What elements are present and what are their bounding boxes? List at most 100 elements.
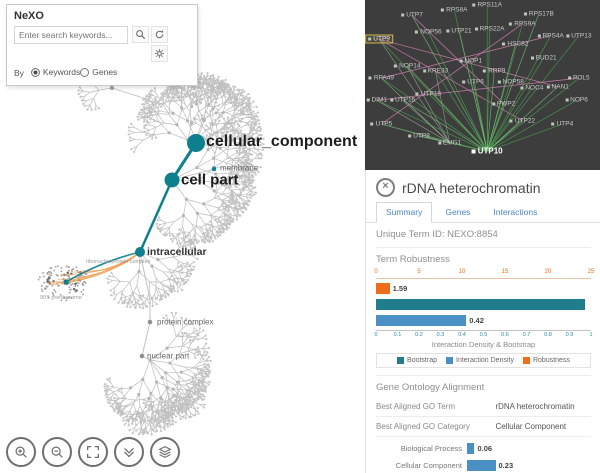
go-bar-track: 0.23 — [467, 460, 591, 471]
gene-node-dot — [422, 69, 426, 73]
gene-node-rpa49[interactable]: RPA49 — [368, 75, 394, 82]
gene-node-dot — [394, 64, 398, 68]
gene-node-noc4[interactable]: NOC4 — [520, 85, 543, 92]
gene-node-kre33[interactable]: KRE33 — [422, 68, 448, 75]
term-label[interactable]: cellular_component — [206, 133, 358, 150]
interaction-network-pane[interactable]: UTP7 RPS8A RPS11A RPS17B UTP9 NOP56 UTP21 RPS22… — [365, 0, 600, 170]
ontology-tree-pane[interactable]: mitochondrial partcellular_componentmemb… — [0, 0, 365, 473]
reset-icon[interactable] — [151, 26, 168, 43]
tab-interactions[interactable]: Interactions — [493, 207, 538, 217]
gene-node-utp6[interactable]: UTP6 — [462, 78, 484, 85]
radio-genes[interactable]: Genes — [80, 67, 117, 77]
radio-icon[interactable] — [30, 67, 40, 77]
alignment-row-value: Cellular Component — [495, 422, 567, 431]
gene-node-utp10[interactable]: UTP10 — [471, 147, 503, 156]
gene-node-utp8[interactable]: UTP8 — [408, 133, 430, 140]
gene-node-dot — [415, 30, 419, 34]
zoom-in-button[interactable] — [6, 437, 36, 467]
gene-node-label: RPS22A — [479, 25, 505, 33]
gene-node-nop56[interactable]: NOP56 — [415, 29, 442, 36]
tab-summary[interactable]: Summary — [376, 202, 433, 223]
gene-node-utp22[interactable]: UTP22 — [509, 117, 536, 125]
axis-tick: 0.2 — [415, 332, 423, 338]
gene-node-label: UTP22 — [514, 117, 536, 125]
relayout-button[interactable] — [114, 437, 144, 467]
bar-robustness — [376, 283, 390, 294]
legend-swatch — [446, 357, 453, 364]
gene-node-bud21[interactable]: BUD21 — [530, 54, 557, 61]
gene-node-label: NOP58 — [502, 78, 524, 86]
gene-node-pwp2[interactable]: PWP2 — [491, 100, 515, 107]
gene-node-pol5[interactable]: POL5 — [568, 75, 590, 82]
gene-node-nop58[interactable]: NOP58 — [497, 78, 524, 86]
details-tabs: Summary Genes Interactions — [366, 202, 600, 223]
axis-tick: 0.8 — [544, 332, 552, 338]
ontology-graph-canvas[interactable] — [0, 0, 365, 473]
gene-node-utp4[interactable]: UTP4 — [551, 120, 574, 128]
gene-node-dim1[interactable]: DIM1 — [366, 97, 387, 104]
gene-node-label: UTP9 — [373, 35, 390, 43]
term-label[interactable]: membrane — [220, 163, 259, 173]
gene-node-rrp9[interactable]: RRP9 — [483, 68, 505, 75]
layers-button[interactable] — [150, 437, 180, 467]
gene-node-rps4a[interactable]: RPS4A — [537, 32, 564, 39]
gene-node-dot — [546, 85, 550, 89]
term-label[interactable]: 90S preribosome — [40, 295, 82, 301]
gene-node-utp9[interactable]: UTP9 — [365, 34, 393, 44]
close-icon[interactable]: × — [376, 178, 395, 197]
axis-tick: 0.1 — [393, 332, 402, 338]
gene-node-dot — [483, 69, 487, 73]
search-icon[interactable] — [132, 26, 149, 43]
axis-tick: 25 — [587, 269, 595, 275]
gene-node-emg1[interactable]: EMG1 — [437, 139, 462, 147]
radio-icon[interactable] — [80, 67, 90, 77]
gene-node-hsc82[interactable]: HSC82 — [502, 41, 528, 48]
term-label[interactable]: protein complex — [157, 317, 214, 327]
gene-node-rps8a[interactable]: RPS8A — [441, 7, 467, 14]
term-label[interactable]: cell part — [181, 171, 239, 189]
search-input[interactable] — [14, 26, 128, 44]
gene-node-dot — [565, 98, 569, 102]
robustness-row-bootstrap — [376, 298, 591, 311]
gene-node-utp5[interactable]: UTP5 — [370, 121, 392, 128]
gene-node-label: HSC82 — [507, 40, 529, 48]
gene-node-utp7[interactable]: UTP7 — [401, 12, 423, 19]
gene-node-rps22a[interactable]: RPS22A — [474, 25, 505, 33]
gene-node-rps17b[interactable]: RPS17B — [523, 10, 554, 17]
tab-genes[interactable]: Genes — [445, 207, 471, 217]
gene-node-nop14[interactable]: NOP14 — [394, 63, 420, 70]
gene-node-rps11a[interactable]: RPS11A — [472, 2, 502, 9]
gene-node-label: DIM1 — [371, 96, 388, 104]
gene-node-dot — [462, 80, 466, 84]
gene-node-rps9a[interactable]: RPS9A — [509, 20, 536, 27]
gene-node-dot — [415, 92, 419, 95]
gene-node-dot — [441, 8, 445, 12]
gene-node-dot — [446, 29, 450, 33]
term-label[interactable]: intracellular — [147, 246, 207, 258]
radio-label: Genes — [92, 67, 118, 77]
gene-node-utp13[interactable]: UTP13 — [566, 32, 591, 39]
term-label[interactable]: ribonucleoprotein complex — [86, 259, 151, 265]
axis-tick: 0.9 — [565, 332, 574, 338]
axis-tick: 0 — [374, 332, 378, 338]
term-label[interactable]: nuclear part — [147, 351, 190, 361]
zoom-out-button[interactable] — [42, 437, 72, 467]
gene-node-nop1[interactable]: NOP1 — [459, 58, 482, 65]
fit-to-screen-button[interactable] — [78, 437, 108, 467]
gene-node-utp15[interactable]: UTP15 — [389, 97, 415, 104]
gene-node-dot — [368, 76, 372, 80]
legend-item-bootstrap: Bootstrap — [397, 357, 437, 364]
radio-keywords[interactable]: Keywords — [30, 67, 80, 77]
settings-icon[interactable] — [151, 45, 168, 62]
robustness-row-interaction-density: 0.42 — [376, 314, 591, 327]
gene-node-label: UTP4 — [556, 120, 574, 128]
gene-node-utp21[interactable]: UTP21 — [446, 27, 472, 34]
gene-node-nan1[interactable]: NAN1 — [546, 83, 569, 90]
gene-node-nop6[interactable]: NOP6 — [565, 97, 588, 104]
gene-node-utp18[interactable]: UTP18 — [415, 90, 441, 97]
unique-term-id: Unique Term ID: NEXO:8854 — [376, 229, 498, 240]
network-edges-canvas — [376, 5, 580, 152]
gene-node-label: EMG1 — [442, 139, 462, 147]
gene-node-dot — [370, 122, 374, 126]
